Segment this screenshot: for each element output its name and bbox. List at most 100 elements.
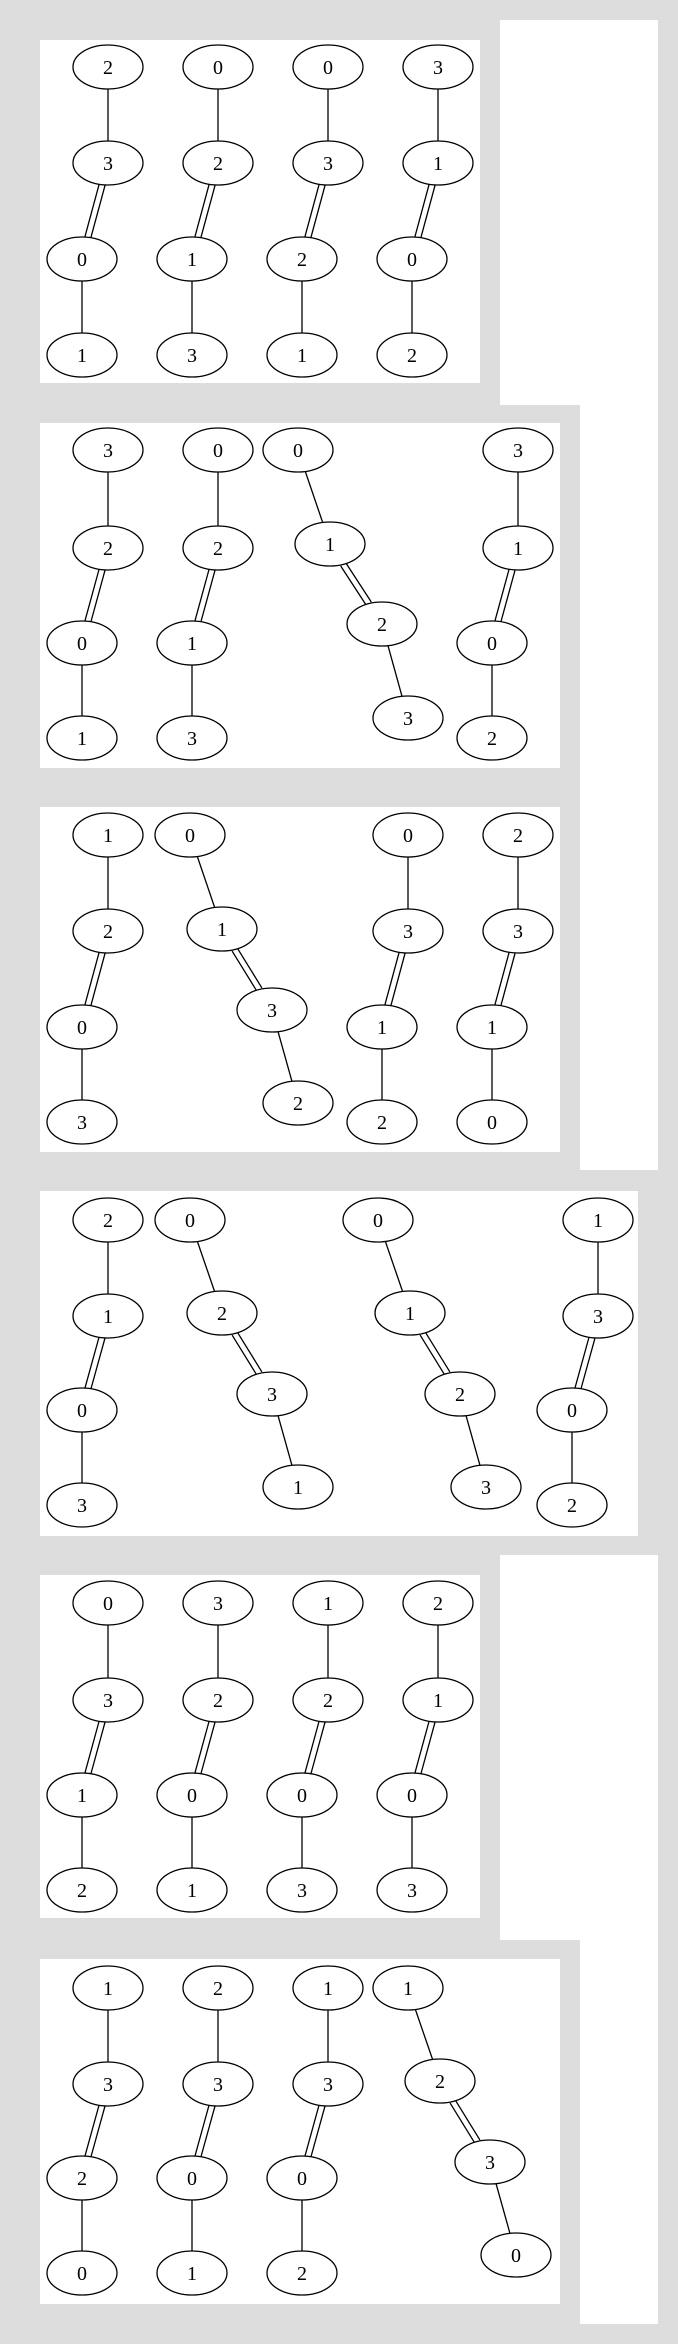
- node-label: 2: [297, 249, 307, 271]
- graph-node: 2: [72, 1197, 144, 1243]
- single-edge: [304, 471, 324, 523]
- node-label: 3: [187, 345, 197, 367]
- node-label: 1: [377, 1017, 387, 1039]
- node-label: 3: [403, 708, 413, 730]
- double-edge: [414, 1720, 436, 1775]
- node-label: 3: [481, 1477, 491, 1499]
- node-ellipse: [72, 1580, 144, 1626]
- node-ellipse: [156, 2250, 228, 2296]
- node-label: 2: [455, 1384, 465, 1406]
- node-ellipse: [156, 1867, 228, 1913]
- node-ellipse: [402, 1580, 474, 1626]
- node-ellipse: [266, 332, 338, 378]
- graph-node: 0: [266, 2155, 338, 2201]
- node-label: 0: [297, 1785, 307, 1807]
- node-ellipse: [156, 2155, 228, 2201]
- graph-node: 2: [46, 2155, 118, 2201]
- double-edge: [414, 183, 436, 239]
- node-label: 2: [293, 1093, 303, 1115]
- double-edge: [304, 2104, 326, 2158]
- node-label: 2: [377, 1112, 387, 1134]
- graph-node: 0: [266, 1772, 338, 1818]
- node-ellipse: [536, 1387, 608, 1433]
- node-label: 3: [593, 1306, 603, 1328]
- node-ellipse: [482, 427, 554, 473]
- graph-node: 2: [46, 1867, 118, 1913]
- node-ellipse: [182, 1677, 254, 1723]
- graph-3-3: 0 3 1 2: [346, 812, 444, 1145]
- node-label: 2: [407, 345, 417, 367]
- panel-1-background: [40, 40, 480, 383]
- graph-node: 3: [292, 2061, 364, 2107]
- node-ellipse: [182, 2061, 254, 2107]
- graph-node: 3: [72, 427, 144, 473]
- graph-node: 3: [156, 715, 228, 761]
- node-label: 3: [103, 2074, 113, 2096]
- graph-node: 0: [156, 2155, 228, 2201]
- single-edge: [384, 1241, 404, 1292]
- graph-node: 0: [372, 812, 444, 858]
- node-ellipse: [346, 601, 418, 647]
- node-ellipse: [292, 1677, 364, 1723]
- node-ellipse: [372, 1965, 444, 2011]
- node-label: 1: [487, 1017, 497, 1039]
- node-ellipse: [562, 1293, 634, 1339]
- node-ellipse: [72, 140, 144, 186]
- node-label: 0: [103, 1593, 113, 1615]
- panel-4-background: [40, 1191, 638, 1536]
- graph-node: 3: [402, 44, 474, 90]
- node-ellipse: [292, 1580, 364, 1626]
- double-edge: [194, 183, 216, 239]
- node-ellipse: [72, 44, 144, 90]
- graph-node: 3: [72, 140, 144, 186]
- node-ellipse: [72, 1677, 144, 1723]
- graph-node: 3: [454, 2139, 526, 2185]
- node-label: 1: [513, 538, 523, 560]
- node-ellipse: [72, 908, 144, 954]
- graph-node: 0: [46, 1004, 118, 1050]
- node-label: 1: [323, 1593, 333, 1615]
- node-ellipse: [404, 2058, 476, 2104]
- node-ellipse: [376, 332, 448, 378]
- node-ellipse: [72, 525, 144, 571]
- graph-node: 3: [72, 2061, 144, 2107]
- node-ellipse: [262, 1464, 334, 1510]
- node-label: 3: [267, 1000, 277, 1022]
- graph-node: 1: [46, 715, 118, 761]
- double-edge: [494, 568, 516, 623]
- node-label: 1: [433, 1690, 443, 1712]
- node-label: 0: [511, 2245, 521, 2267]
- node-label: 1: [405, 1303, 415, 1325]
- double-edge: [231, 947, 263, 992]
- graph-node: 3: [372, 908, 444, 954]
- node-label: 1: [77, 345, 87, 367]
- node-label: 3: [433, 57, 443, 79]
- node-label: 0: [213, 440, 223, 462]
- node-ellipse: [182, 525, 254, 571]
- node-label: 1: [77, 1785, 87, 1807]
- graph-node: 0: [72, 1580, 144, 1626]
- node-label: 2: [567, 1495, 577, 1517]
- node-ellipse: [46, 1099, 118, 1145]
- panel-2-background: [40, 423, 560, 768]
- node-ellipse: [46, 620, 118, 666]
- graph-node: 0: [182, 44, 254, 90]
- node-label: 2: [213, 1978, 223, 2000]
- double-edge: [304, 1720, 326, 1775]
- node-label: 1: [297, 345, 307, 367]
- node-label: 1: [103, 1978, 113, 2000]
- graph-node: 3: [182, 2061, 254, 2107]
- graph-node: 2: [182, 525, 254, 571]
